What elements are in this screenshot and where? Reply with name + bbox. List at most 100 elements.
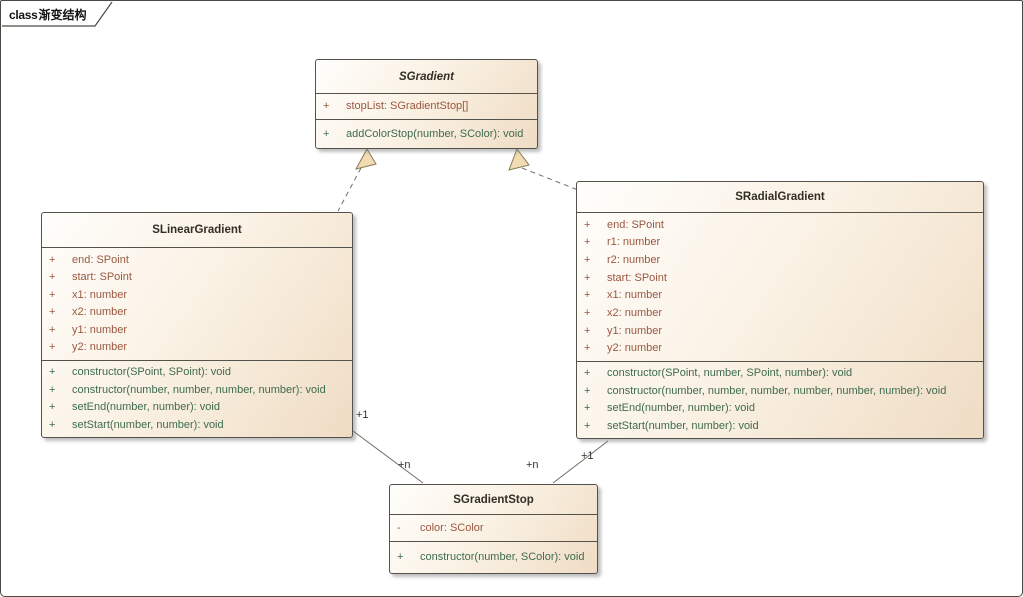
class-box-slineargradient[interactable]: SLinearGradient +end: SPoint+start: SPoi… [41, 212, 353, 438]
realization-arrowhead-radial [508, 147, 530, 171]
member-text: r1: number [607, 236, 661, 249]
member-text: x1: number [607, 289, 663, 302]
member-text: y2: number [72, 341, 128, 354]
member-row: + setEnd(number, number): void [42, 402, 352, 413]
methods-section: + constructor(SPoint, number, SPoint, num… [577, 362, 983, 438]
member-text: stopList: SGradientStop[] [346, 100, 469, 112]
class-header: SRadialGradient [577, 182, 983, 213]
member-row: +setEnd(number, number): void [577, 403, 983, 414]
member-text: y2: number [607, 342, 663, 355]
visibility-marker: - [397, 521, 401, 534]
visibility-marker: + [584, 384, 591, 397]
class-header: SLinearGradient [42, 213, 352, 248]
frame-tab-shape [2, 1, 113, 27]
visibility-marker: + [584, 218, 591, 231]
member-row: +x2: number [42, 307, 352, 318]
member-row: + constructor(number, number, number, num… [42, 383, 352, 396]
attributes-section: - color: SColor [390, 515, 597, 542]
member-row: + x2: number [577, 306, 983, 319]
visibility-marker: + [584, 402, 591, 415]
realization-line-linear[interactable] [337, 167, 362, 212]
member-row: + x1: number [42, 288, 352, 301]
methods-section: + addColorStop(number, SColor): void [316, 120, 537, 148]
member-text: r2: number [607, 253, 661, 266]
class-box-sgradientstop[interactable]: SGradientStop - color: SColor + constructo… [389, 484, 598, 574]
class-name: SLinearGradient [152, 224, 242, 236]
visibility-marker: + [49, 418, 56, 431]
member-text: constructor(number, SColor): void [420, 551, 585, 563]
frame-keyword: class [9, 7, 38, 22]
member-row: + addColorStop(number, SColor): void [316, 127, 537, 140]
visibility-marker: + [49, 253, 56, 266]
member-text: color: SColor [420, 521, 484, 534]
member-text: y1: number [607, 324, 663, 337]
visibility-marker: + [49, 401, 56, 414]
member-row: + y2: number [42, 342, 352, 353]
member-text: constructor(SPoint, number, SPoint, numb… [607, 367, 853, 380]
attributes-section: + stopList: SGradientStop[] [316, 94, 537, 120]
visibility-marker: + [584, 253, 591, 266]
member-text: end: SPoint [607, 218, 664, 231]
visibility-marker: + [584, 419, 591, 432]
methods-section: + constructor(number, SColor): void [390, 542, 597, 573]
member-text: x1: number [72, 288, 128, 301]
visibility-marker: + [584, 289, 591, 302]
member-text: x2: number [607, 306, 663, 319]
member-row: - color: SColor [390, 521, 597, 534]
visibility-marker: + [584, 271, 591, 284]
visibility-marker: + [584, 342, 591, 355]
member-text: start: SPoint [72, 271, 132, 284]
member-row: +start: SPoint [577, 271, 983, 284]
member-row: + constructor(SPoint, SPoint): void [42, 367, 352, 378]
class-header: SGradientStop [390, 485, 597, 515]
member-text: setEnd(number, number): void [72, 401, 220, 414]
member-row: + end: SPoint [42, 253, 352, 266]
member-row: + setStart(number, number): void [577, 419, 983, 432]
member-text: setStart(number, number): void [607, 419, 759, 432]
member-text: constructor(SPoint, SPoint): void [72, 366, 231, 379]
member-text: constructor(number, number, number, numb… [607, 384, 947, 397]
visibility-marker: + [397, 551, 404, 563]
visibility-marker: + [49, 341, 56, 354]
visibility-marker: + [584, 306, 591, 319]
multiplicity-label-source-linear: +1 [356, 409, 369, 421]
attributes-section: + end: SPoint + r1: number + r2: number +start… [577, 213, 983, 362]
association-line-radial-stop[interactable] [552, 440, 609, 484]
frame-title: 渐变结构 [38, 8, 87, 22]
member-text: addColorStop(number, SColor): void [346, 127, 524, 140]
member-text: end: SPoint [72, 253, 129, 266]
member-row: + r2: number [577, 253, 983, 266]
class-box-sradialgradient[interactable]: SRadialGradient +end: SPoint+r1: number+… [576, 181, 984, 439]
member-row: + y1: number [577, 324, 983, 337]
visibility-marker: + [323, 100, 330, 112]
visibility-marker: + [323, 127, 330, 140]
member-text: y1: number [72, 323, 128, 336]
member-text: constructor(number, number, number, numb… [72, 383, 326, 396]
realization-line-radial[interactable] [521, 167, 579, 191]
class-name: SGradient [399, 70, 454, 83]
member-text: setStart(number, number): void [72, 418, 224, 431]
association-line-linear-stop[interactable] [352, 430, 424, 484]
visibility-marker: + [49, 366, 56, 379]
class-box-sgradient[interactable]: SGradient + stopList: SGradientStop[] + ad… [315, 59, 538, 149]
member-row: + stopList: SGradientStop[] [316, 101, 537, 112]
member-row: + constructor(SPoint, number, SPoint, num… [577, 368, 983, 379]
visibility-marker: + [49, 288, 56, 301]
multiplicity-label-target-linear: +n [398, 459, 411, 471]
methods-section: + constructor(SPoint, SPoint): void + const… [42, 361, 352, 437]
frame-tab: class 渐变结构 [3, 4, 107, 25]
realization-arrowhead-linear [355, 147, 377, 170]
visibility-marker: + [584, 236, 591, 249]
visibility-marker: + [584, 324, 591, 337]
member-row: + x1: number [577, 290, 983, 301]
visibility-marker: + [584, 367, 591, 380]
attributes-section: +end: SPoint+start: SPoint+x1: number+x2… [42, 248, 352, 361]
visibility-marker: + [49, 383, 56, 396]
member-row: +y1: number [42, 323, 352, 336]
class-header: SGradient [316, 60, 537, 94]
member-text: x2: number [72, 306, 128, 319]
member-row: +start: SPoint [42, 272, 352, 283]
member-row: + constructor(number, number, number, num… [577, 384, 983, 397]
class-name: SGradientStop [453, 493, 534, 506]
